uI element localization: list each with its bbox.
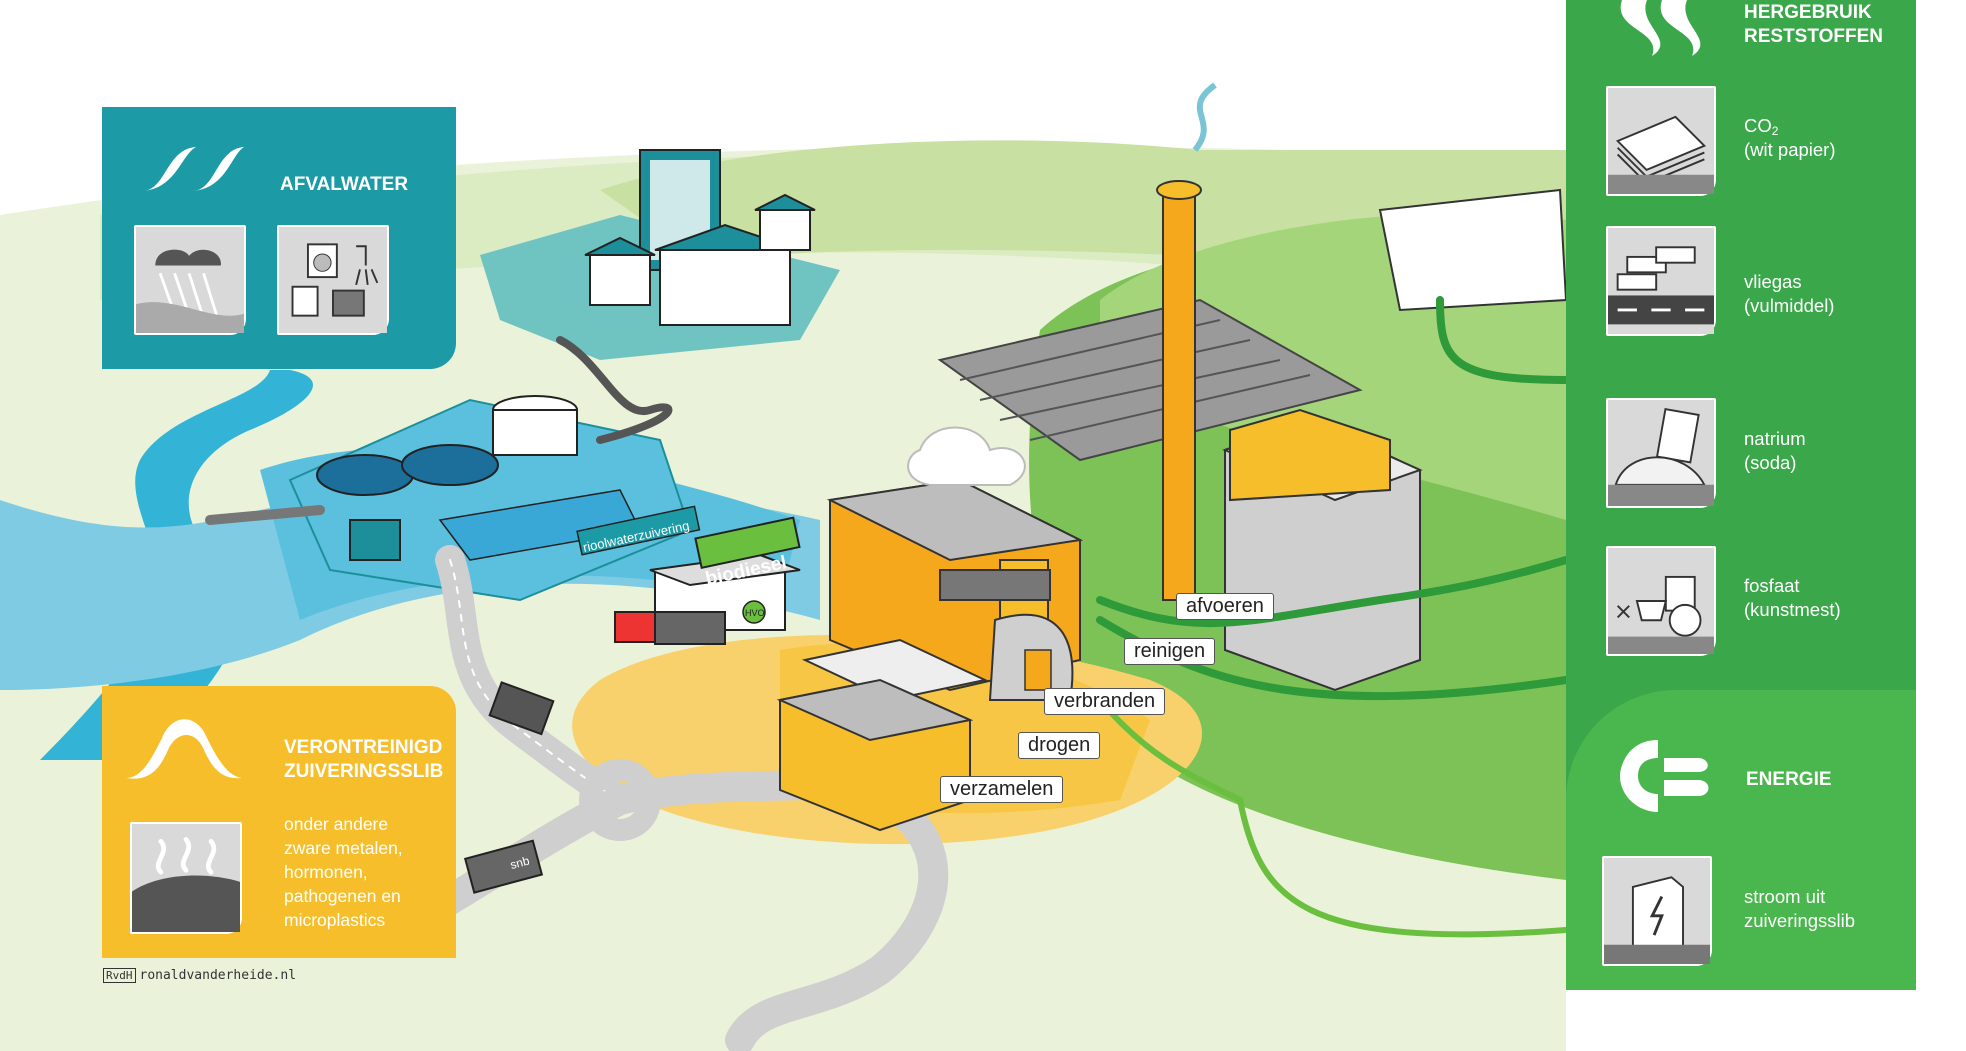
afvalwater-title: AFVALWATER [280,174,409,195]
slib-description-line: onder andere [284,814,389,834]
zuiveringsslib-panel: VERONTREINIGD ZUIVERINGSSLIB onder ander… [102,686,456,958]
soda-pile-icon [1606,398,1716,508]
solar-panels [937,298,1363,462]
slib-title-line1: VERONTREINIGD [284,737,443,758]
natrium-line2: (soda) [1744,452,1797,473]
paper-stack-icon [1606,86,1716,196]
label-verbranden: verbranden [1044,688,1166,715]
incineration-plant [826,426,1084,701]
slib-description-line: pathogenen en [284,886,401,906]
truck [463,839,544,894]
hergebruik-title-line1: HERGEBRUIK [1744,2,1872,23]
energie-line1: stroom uit [1744,886,1826,907]
sludge-icon [130,822,242,934]
sludge-logo-icon [126,719,242,779]
household-water-icon [277,225,389,335]
slib-description-line: hormonen, [284,862,368,882]
sewage-plant [288,395,701,602]
rain-icon [134,225,246,335]
chimney [1156,82,1217,601]
wave-logo-icon [142,147,244,191]
label-drogen: drogen [1018,732,1101,759]
energie-logo-icon [1620,740,1709,812]
slib-title-line2: ZUIVERINGSSLIB [284,761,444,782]
co2-main: CO [1744,115,1772,136]
fosfaat-line2: (kunstmest) [1744,599,1841,620]
label-truck-brand: snb [509,853,532,872]
power-box-icon [1602,856,1712,966]
collection-building [776,638,989,832]
credit-initials: RvdH [103,968,136,983]
credit-site: ronaldvanderheide.nl [139,968,297,983]
co2-line1: CO2 [1744,114,1778,143]
label-reinigen: reinigen [1124,638,1216,665]
energie-title: ENERGIE [1746,769,1832,790]
biodiesel-station [614,516,801,645]
hergebruik-reststoffen-panel: HERGEBRUIK RESTSTOFFEN CO2 (wit papier) … [1566,0,1916,990]
pipes [205,296,1570,938]
co2-line2: (wit papier) [1744,139,1836,160]
wave-vertical-logo-icon [1620,0,1701,56]
energie-line2: zuiveringsslib [1744,910,1856,931]
label-verzamelen: verzamelen [940,776,1064,803]
label-hvo: HVO [745,608,765,618]
slib-description-line: zware metalen, [284,838,403,858]
vliegas-line1: vliegas [1744,271,1802,292]
afvalwater-panel: AFVALWATER [102,107,456,369]
vliegas-line2: (vulmiddel) [1744,295,1835,316]
fosfaat-line1: fosfaat [1744,575,1800,596]
road-blocks-icon [1606,226,1716,336]
tractor-spreader-icon [1606,546,1716,656]
co2-subscript: 2 [1771,124,1779,138]
hergebruik-title-line2: RESTSTOFFEN [1744,26,1883,47]
natrium-line1: natrium [1744,428,1806,449]
label-afvoeren: afvoeren [1176,593,1274,620]
truck [488,681,555,736]
slib-description-line: microplastics [284,910,386,930]
houses [480,149,840,360]
